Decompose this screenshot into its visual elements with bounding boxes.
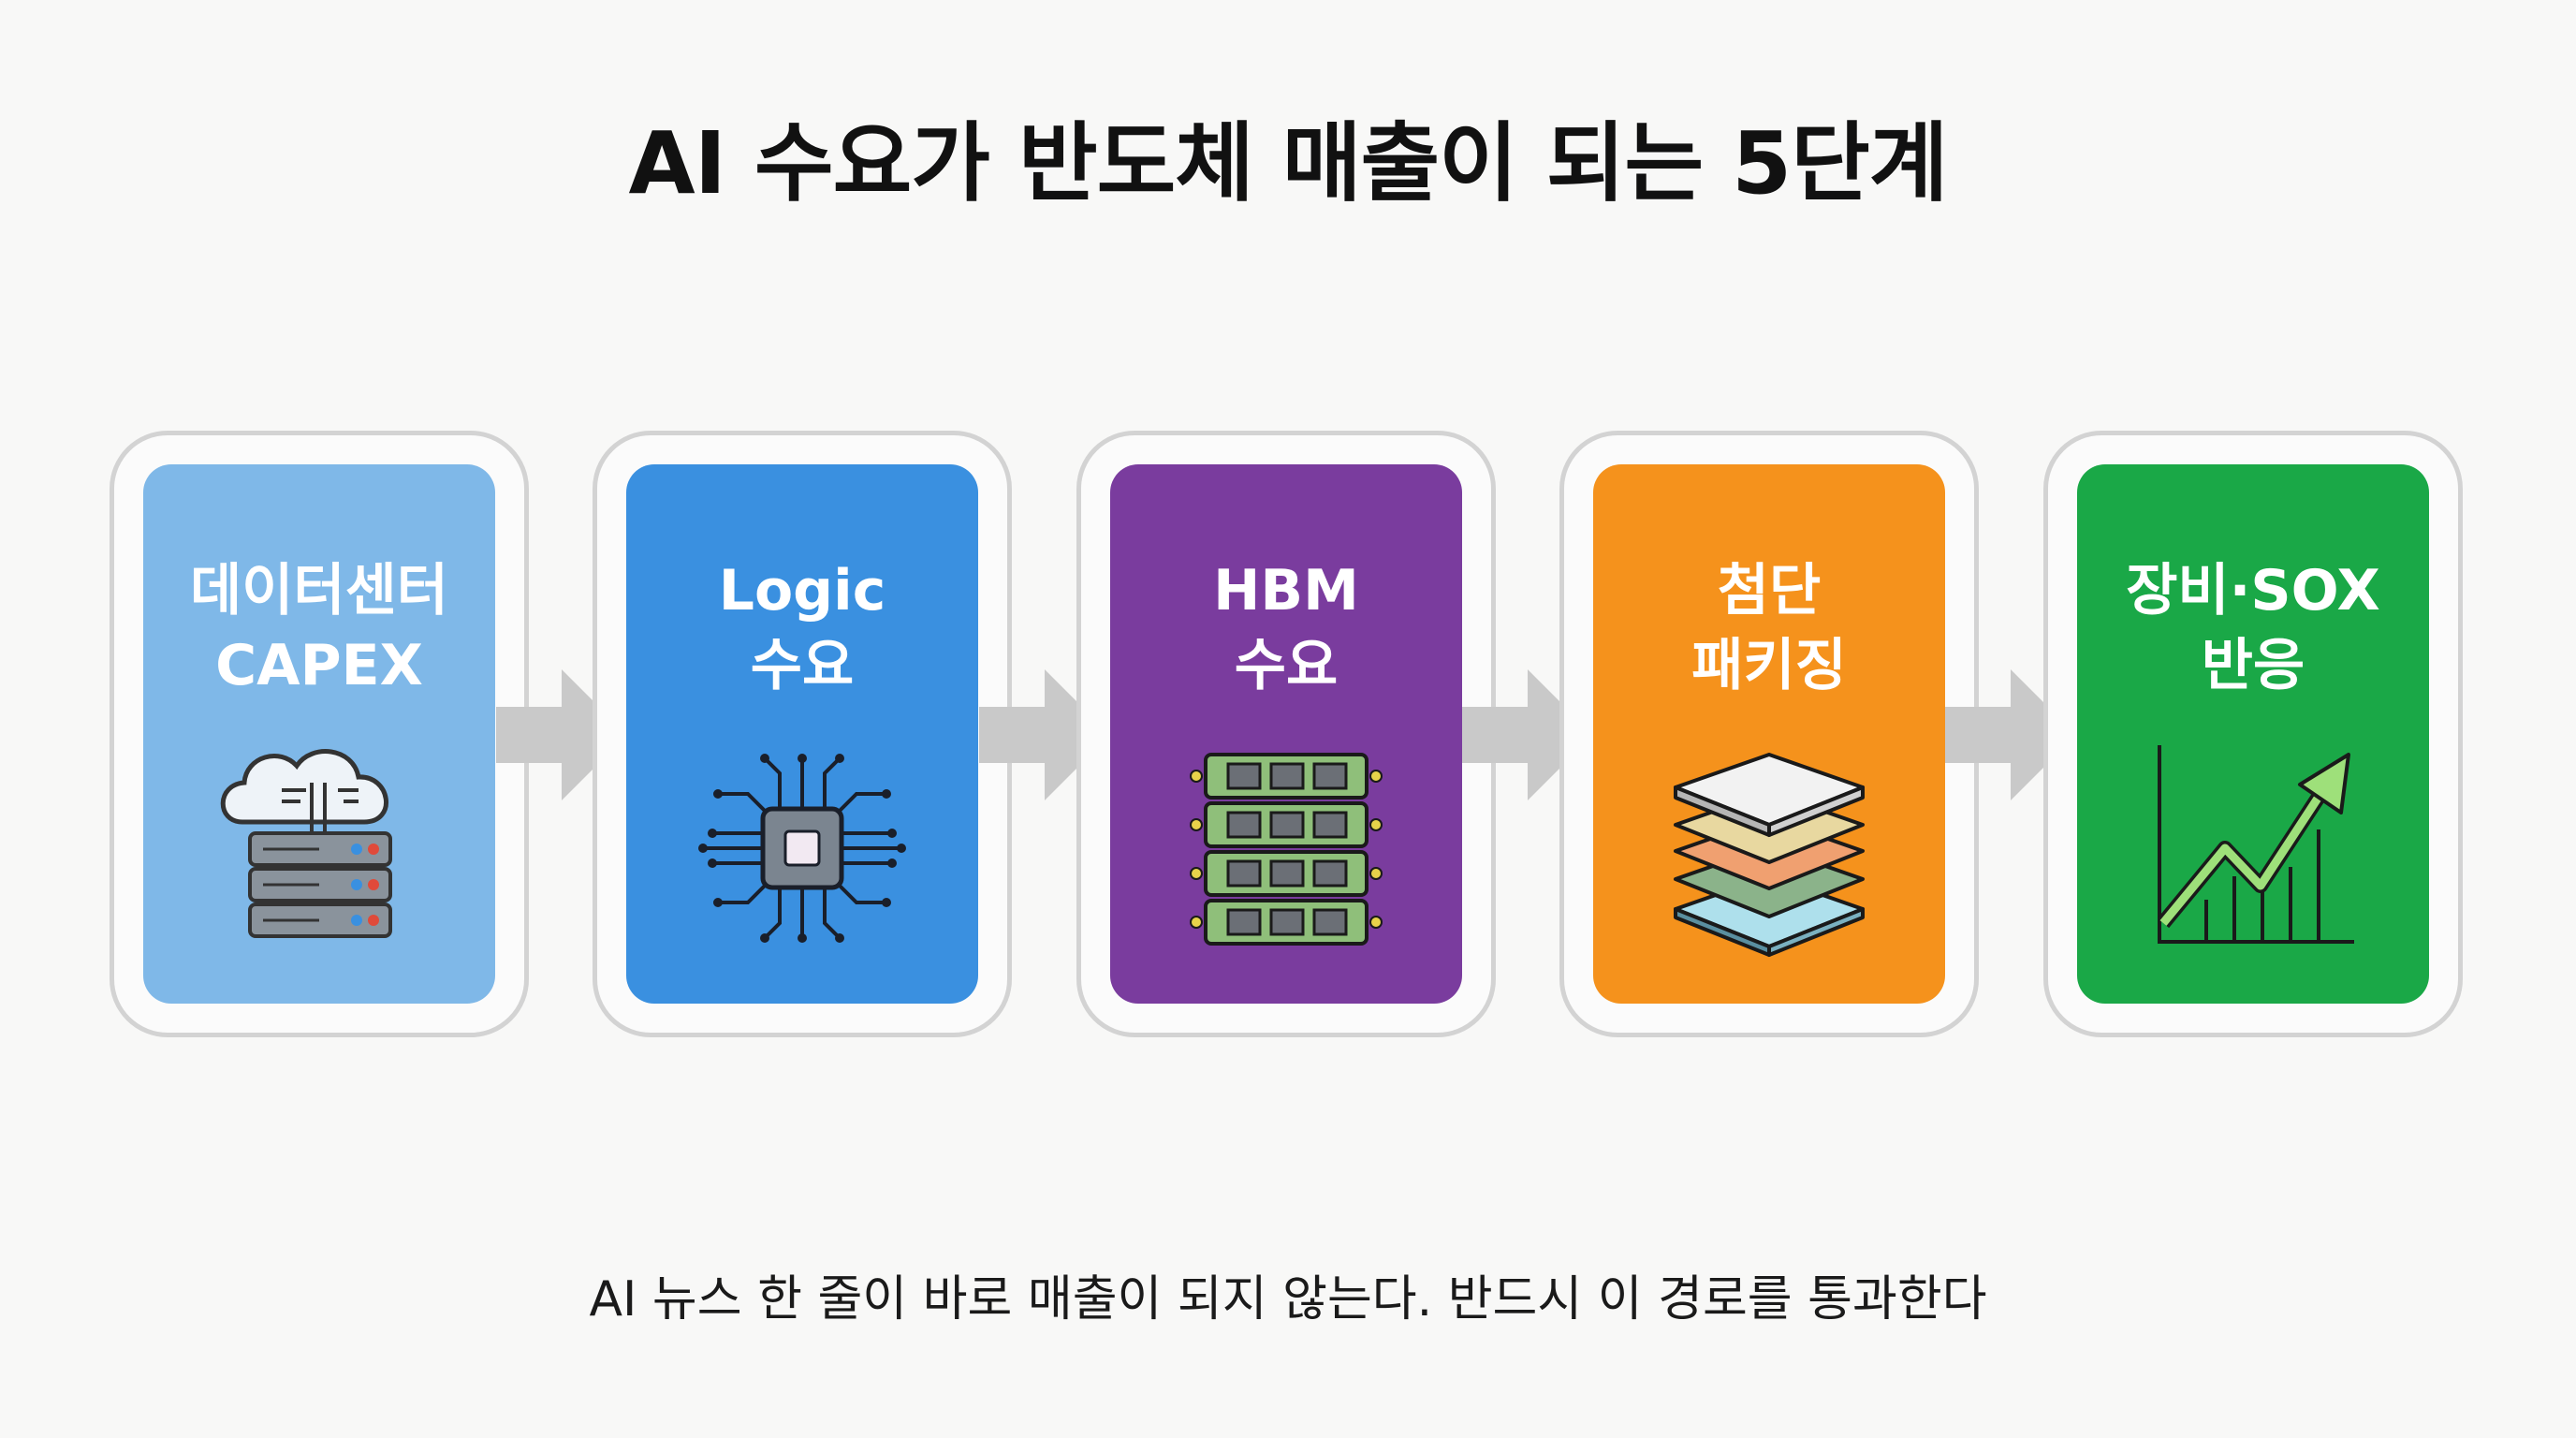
- package-layers-icon: [1674, 753, 1865, 957]
- stage-3-card: HBM 수요: [1110, 464, 1462, 1004]
- stage-2-line1: Logic: [718, 558, 886, 624]
- stage-3-frame: HBM 수요: [1076, 431, 1496, 1037]
- page-title: AI 수요가 반도체 매출이 되는 5단계: [628, 113, 1949, 213]
- cloud-server-icon: [220, 749, 392, 938]
- stage-2-frame: Logic 수요: [593, 431, 1012, 1037]
- stage-1-card: 데이터센터 CAPEX: [143, 464, 495, 1004]
- stage-1-line2: CAPEX: [215, 633, 423, 698]
- stage-5-line1: 장비·SOX: [2126, 558, 2380, 624]
- stage-5-card: 장비·SOX 반응: [2077, 464, 2429, 1004]
- stage-5-label: 장비·SOX 반응: [2077, 553, 2429, 703]
- footer-note: AI 뉴스 한 줄이 바로 매출이 되지 않는다. 반드시 이 경로를 통과한다: [589, 1271, 1987, 1328]
- stage-4-label: 첨단 패키징: [1593, 553, 1945, 703]
- stage-3-label: HBM 수요: [1110, 553, 1462, 703]
- stage-1-label: 데이터센터 CAPEX: [143, 553, 495, 703]
- stage-1-line1: 데이터센터: [190, 558, 448, 624]
- stage-5-frame: 장비·SOX 반응: [2043, 431, 2463, 1037]
- stage-5-line2: 반응: [2201, 633, 2305, 698]
- stage-2-card: Logic 수요: [626, 464, 978, 1004]
- stage-3-line2: 수요: [1234, 633, 1339, 698]
- stage-4-card: 첨단 패키징: [1593, 464, 1945, 1004]
- growth-chart-icon: [2157, 745, 2354, 944]
- stage-2-label: Logic 수요: [626, 553, 978, 703]
- stage-4-line1: 첨단: [1717, 558, 1822, 624]
- stage-2-line2: 수요: [750, 633, 855, 698]
- stage-3-line1: HBM: [1213, 558, 1359, 624]
- stage-1-frame: 데이터센터 CAPEX: [110, 431, 529, 1037]
- chip-icon: [698, 754, 906, 943]
- memory-stack-icon: [1190, 753, 1383, 946]
- stage-4-frame: 첨단 패키징: [1559, 431, 1979, 1037]
- stage-4-line2: 패키징: [1691, 633, 1847, 698]
